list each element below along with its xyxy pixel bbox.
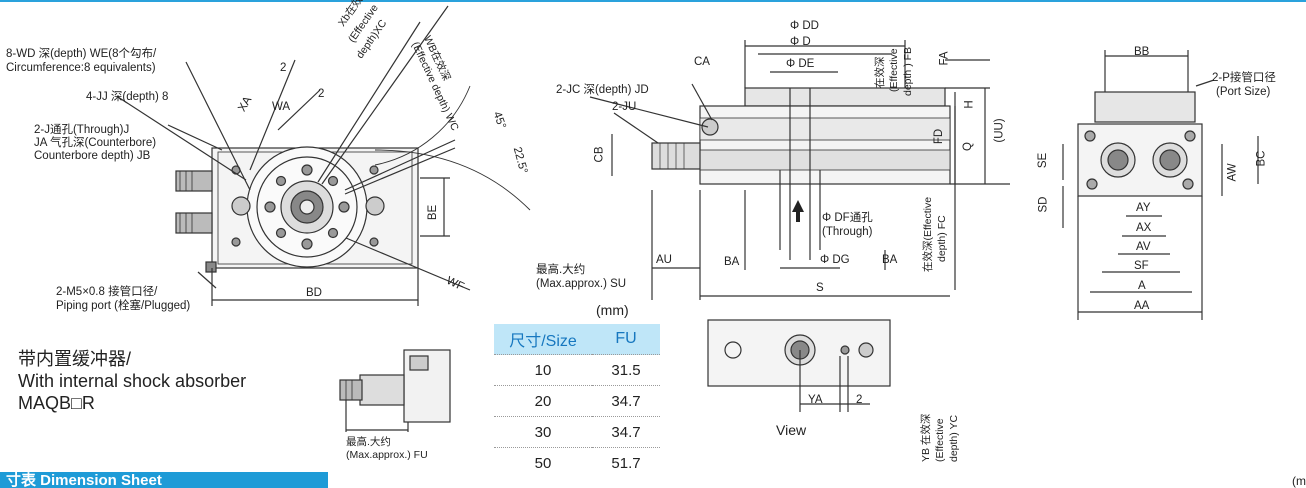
label-ya: YA (808, 394, 823, 406)
top-view-drawing (117, 5, 531, 306)
cell-size: 20 (494, 385, 592, 417)
cell-fu: 31.5 (592, 354, 660, 386)
shock-absorber-note: 带内置缓冲器/ With internal shock absorber MAQ… (18, 348, 246, 414)
label-p-1: 2-P接管口径 (1212, 72, 1276, 84)
label-piping-port: Piping port (栓塞/Plugged) (56, 300, 191, 312)
table-header-row: 尺寸/Size FU (494, 324, 660, 355)
label-q: Q (961, 142, 974, 151)
label-sd: SD (1037, 196, 1050, 213)
label-ba-2: BA (882, 254, 898, 266)
cell-size: 30 (494, 416, 592, 448)
label-ju: 2-JU (612, 101, 637, 113)
label-au: AU (656, 254, 672, 266)
label-fb-1: 在效深 (874, 56, 886, 89)
top-accent-line (0, 0, 1306, 2)
label-fd: FD (933, 128, 946, 145)
label-dd: Φ DD (790, 20, 819, 32)
label-df: Φ DF通孔 (822, 212, 873, 224)
label-av: AV (1136, 241, 1151, 253)
label-de: Φ DE (786, 58, 815, 70)
cell-size: 10 (494, 354, 592, 386)
label-wd-2: Circumference:8 equivalents) (6, 62, 156, 74)
label-view: View (776, 422, 807, 438)
end-view-drawing (1062, 50, 1259, 320)
shock-line-2: With internal shock absorber (18, 371, 247, 391)
label-fu-2: (Max.approx.) FU (346, 449, 428, 461)
label-wd: 8-WD 深(depth) WE(8个勾布/ (6, 48, 157, 60)
label-ax: AX (1136, 222, 1152, 234)
label-fa: FA (938, 51, 951, 66)
label-through: (Through) (822, 226, 873, 238)
label-s: S (816, 282, 824, 294)
cell-fu: 34.7 (592, 385, 660, 417)
label-bd: BD (306, 287, 322, 299)
label-sf: SF (1134, 260, 1149, 272)
cell-size: 50 (494, 447, 592, 478)
label-fu-1: 最高.大约 (346, 436, 391, 448)
header-size: 尺寸/Size (494, 324, 592, 355)
table-row: 20 34.7 (494, 385, 660, 417)
label-yb-2: (Effective (934, 418, 946, 462)
header-fu: FU (592, 324, 660, 355)
label-yb-1: YB 在效深 (920, 413, 932, 462)
label-bc: BC (1255, 150, 1268, 167)
shock-absorber-drawing (339, 349, 451, 432)
label-ba-1: BA (724, 256, 740, 268)
label-aw: AW (1226, 163, 1239, 182)
label-fb-2: (Effective (888, 48, 900, 92)
label-two-a: 2 (280, 62, 287, 74)
label-be: BE (427, 204, 440, 221)
label-ay: AY (1136, 202, 1151, 214)
label-dg: Φ DG (820, 254, 850, 266)
label-aa: AA (1134, 300, 1150, 312)
view-drawing (707, 319, 891, 412)
arrow-icon (792, 200, 804, 222)
label-a: A (1138, 280, 1146, 292)
label-su-1: 最高.大约 (536, 264, 586, 276)
table-unit: (mm) (596, 302, 629, 318)
label-uu: (UU) (993, 118, 1006, 143)
label-jb: Counterbore depth) JB (34, 150, 151, 162)
side-view-drawing (589, 40, 1010, 300)
cell-fu: 51.7 (592, 447, 660, 478)
label-su-2: (Max.approx.) SU (536, 278, 627, 290)
cell-fu: 34.7 (592, 416, 660, 448)
label-j: 2-J通孔(Through)J (34, 124, 130, 136)
label-se: SE (1037, 152, 1050, 169)
label-h: H (963, 100, 976, 109)
label-yb-3: depth) YC (948, 414, 960, 462)
label-ca: CA (694, 56, 710, 68)
label-bb: BB (1134, 46, 1150, 58)
label-cb: CB (593, 146, 606, 163)
label-two-b: 2 (318, 88, 325, 100)
label-fc-2: depth) FC (936, 215, 948, 262)
fu-table: 尺寸/Size FU 10 31.5 20 34.7 30 34.7 50 51… (494, 324, 660, 478)
label-m5: 2-M5×0.8 接管口径/ (56, 286, 158, 298)
shock-line-1: 带内置缓冲器/ (18, 349, 132, 369)
label-p-2: (Port Size) (1216, 86, 1271, 98)
label-fc-1: 在效深(Effective (922, 196, 934, 272)
corner-unit: (m (1292, 474, 1306, 488)
label-two-c: 2 (856, 394, 863, 406)
label-d: Φ D (790, 36, 811, 48)
label-jj: 4-JJ 深(depth) 8 (86, 91, 169, 103)
table-row: 10 31.5 (494, 354, 660, 386)
label-ja: JA 气孔深(Counterbore) (34, 137, 157, 149)
label-jc: 2-JC 深(depth) JD (556, 84, 649, 96)
shock-line-3: MAQB□R (18, 393, 95, 413)
label-fb-3: depth ) FB (902, 46, 914, 96)
table-row: 50 51.7 (494, 447, 660, 478)
label-wa: WA (272, 101, 291, 113)
dimension-sheet-banner: 寸表 Dimension Sheet (0, 472, 328, 488)
table-row: 30 34.7 (494, 416, 660, 448)
